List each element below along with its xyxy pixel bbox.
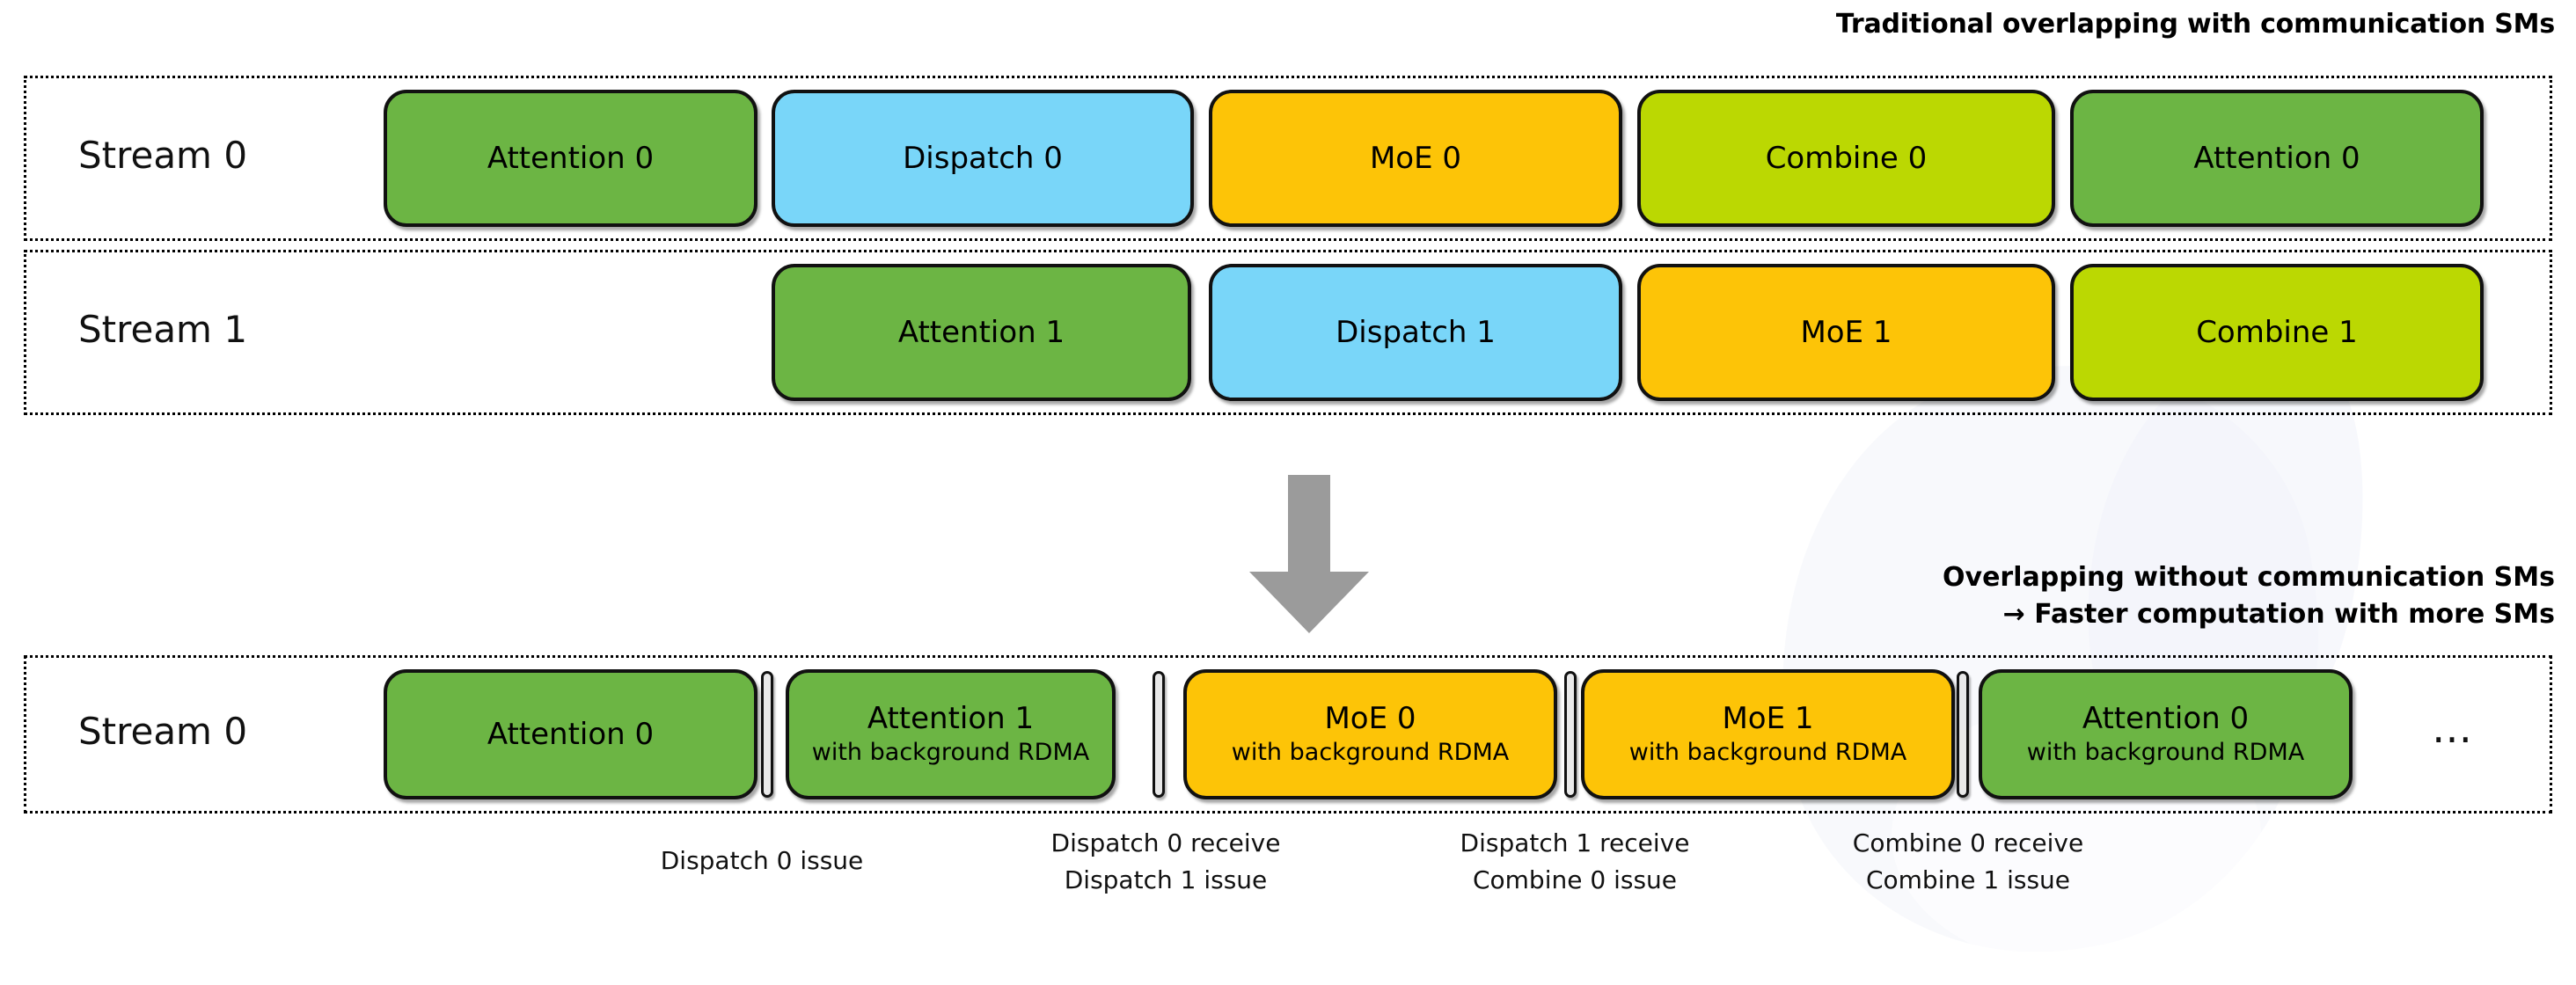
pipeline-block-title: Combine 0 [1765, 141, 1928, 176]
pipeline-block-title: Attention 0 [2193, 141, 2360, 176]
block-separator [761, 671, 773, 798]
pipeline-block[interactable]: MoE 0 with background RDMA [1183, 669, 1557, 799]
stream-lane [24, 76, 2552, 241]
event-caption-line: Dispatch 0 issue [660, 846, 864, 875]
pipeline-block[interactable]: Attention 0 [384, 90, 757, 227]
stream-lane [24, 655, 2552, 814]
top-section-caption: Traditional overlapping with communicati… [1835, 9, 2555, 40]
pipeline-block[interactable]: MoE 0 [1209, 90, 1622, 227]
pipeline-block[interactable]: Combine 1 [2070, 264, 2484, 401]
event-caption: Dispatch 0 issue [661, 843, 864, 879]
pipeline-block[interactable]: MoE 1 with background RDMA [1581, 669, 1955, 799]
block-separator [1564, 671, 1577, 798]
pipeline-block-title: MoE 1 [1800, 315, 1892, 350]
pipeline-block-subtitle: with background RDMA [1231, 739, 1510, 766]
pipeline-block[interactable]: Dispatch 1 [1209, 264, 1622, 401]
pipeline-block-title: Attention 1 [897, 315, 1065, 350]
event-caption-line: Dispatch 1 receive [1460, 828, 1690, 857]
pipeline-block[interactable]: Attention 1 with background RDMA [786, 669, 1116, 799]
pipeline-block-title: Attention 0 [487, 141, 655, 176]
diagram-canvas: Traditional overlapping with communicati… [24, 9, 2556, 899]
pipeline-block-title: Dispatch 1 [1336, 315, 1496, 350]
pipeline-block-title: Attention 0 [487, 717, 655, 752]
pipeline-block[interactable]: MoE 1 [1637, 264, 2055, 401]
stream-lane-label: Stream 1 [78, 308, 248, 351]
bottom-section-caption: Overlapping without communication SMs → … [1943, 559, 2555, 633]
pipeline-block-title: Attention 0 [2082, 701, 2250, 736]
pipeline-block[interactable]: Attention 0 [2070, 90, 2484, 227]
pipeline-block-title: Dispatch 0 [903, 141, 1063, 176]
stream-lane-label: Stream 0 [78, 134, 248, 177]
event-caption-line: Dispatch 1 issue [1064, 865, 1268, 894]
event-caption-line: Dispatch 0 receive [1050, 828, 1281, 857]
block-separator [1153, 671, 1165, 798]
event-caption-line: Combine 0 receive [1852, 828, 2084, 857]
pipeline-block-title: MoE 0 [1369, 141, 1462, 176]
down-arrow-icon [1249, 475, 1369, 633]
pipeline-block-title: MoE 1 [1722, 701, 1814, 736]
pipeline-block-title: Combine 1 [2196, 315, 2358, 350]
pipeline-block[interactable]: Attention 1 [772, 264, 1191, 401]
pipeline-block-title: MoE 0 [1324, 701, 1416, 736]
bottom-caption-line-2: → Faster computation with more SMs [2002, 599, 2555, 630]
event-caption-line: Combine 1 issue [1865, 865, 2071, 894]
event-caption-line: Combine 0 issue [1472, 865, 1678, 894]
bottom-caption-line-1: Overlapping without communication SMs [1943, 562, 2555, 593]
pipeline-block-subtitle: with background RDMA [1628, 739, 1907, 766]
block-separator [1957, 671, 1969, 798]
continuation-ellipsis: … [2432, 704, 2476, 752]
pipeline-block-subtitle: with background RDMA [2026, 739, 2305, 766]
pipeline-block[interactable]: Dispatch 0 [772, 90, 1194, 227]
pipeline-block[interactable]: Attention 0 [384, 669, 757, 799]
stream-lane [24, 250, 2552, 415]
stream-lane-label: Stream 0 [78, 710, 248, 753]
pipeline-block-title: Attention 1 [867, 701, 1035, 736]
pipeline-block[interactable]: Combine 0 [1637, 90, 2055, 227]
pipeline-block-subtitle: with background RDMA [811, 739, 1090, 766]
pipeline-block[interactable]: Attention 0 with background RDMA [1979, 669, 2353, 799]
